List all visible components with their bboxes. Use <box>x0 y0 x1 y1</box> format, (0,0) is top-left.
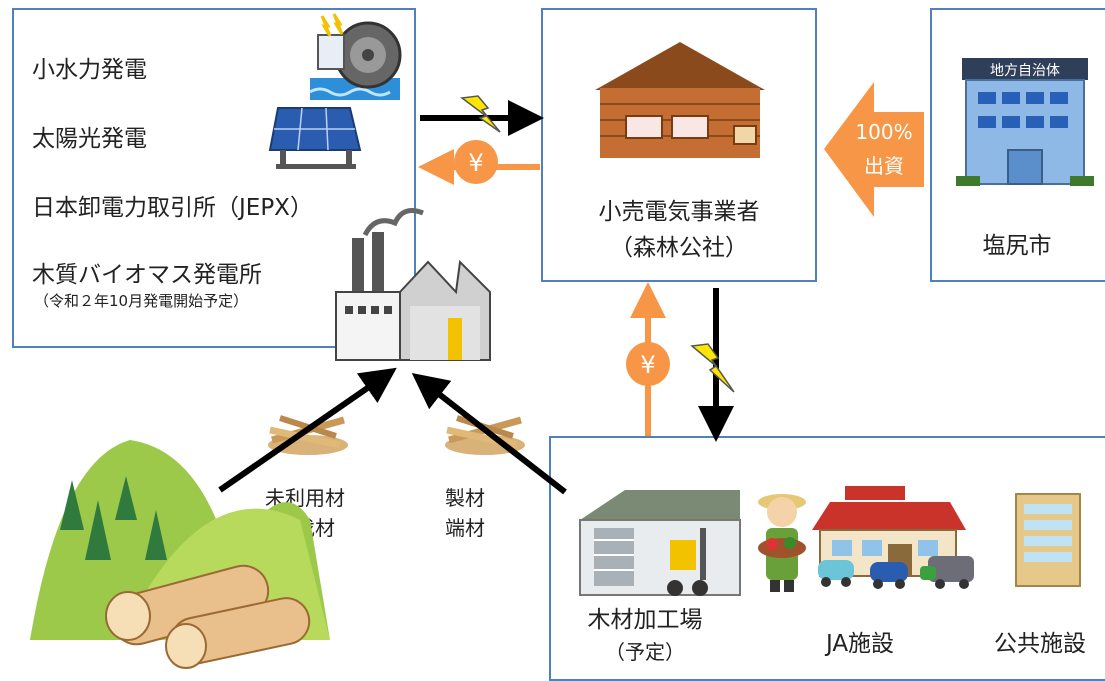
investment-percent: 100% <box>855 120 913 144</box>
biomass-note: （令和２年10月発電開始予定） <box>34 292 249 310</box>
log-house-icon <box>595 42 765 158</box>
lightning-icon-bottom <box>690 343 735 393</box>
investment-label: 出資 <box>864 154 904 178</box>
lumber-label: 製材 <box>445 486 485 510</box>
offcut-label: 端材 <box>445 516 485 540</box>
public-building-icon <box>1015 493 1081 587</box>
lumber-wood-arrow <box>411 372 567 495</box>
retailer-name: 小売電気事業者 <box>598 199 760 225</box>
water-wheel-icon <box>309 13 402 100</box>
unused-wood-arrow <box>218 367 397 493</box>
retailer-org: （森林公社） <box>610 235 748 261</box>
investment-arrow <box>824 82 924 217</box>
municipal-building-icon: 地方自治体 <box>956 58 1094 186</box>
public-label: 公共施設 <box>994 631 1086 657</box>
small-hydro-label: 小水力発電 <box>32 57 147 83</box>
sawmill-icon <box>579 490 741 596</box>
solar-label: 太陽光発電 <box>32 126 147 152</box>
lightning-icon-top <box>460 95 501 133</box>
building-sign: 地方自治体 <box>990 63 1060 79</box>
ja-label: JA施設 <box>825 631 895 657</box>
factory-note: （予定） <box>605 640 685 664</box>
yen-symbol-top: ¥ <box>468 149 483 177</box>
farmer-icon <box>758 494 806 592</box>
forest-logs-icon <box>30 440 330 669</box>
factory-label: 木材加工場 <box>587 607 703 633</box>
solar-panel-icon <box>268 107 362 169</box>
yen-symbol-bottom: ¥ <box>640 351 655 379</box>
biomass-plant-icon <box>335 208 491 361</box>
municipality-name: 塩尻市 <box>982 233 1052 259</box>
yen-icon-bottom: ¥ <box>626 342 670 386</box>
jepx-label: 日本卸電力取引所（JEPX） <box>32 195 313 221</box>
yen-icon-top: ¥ <box>454 140 498 184</box>
biomass-label: 木質バイオマス発電所 <box>32 262 262 288</box>
ja-facility-icon <box>812 486 974 589</box>
